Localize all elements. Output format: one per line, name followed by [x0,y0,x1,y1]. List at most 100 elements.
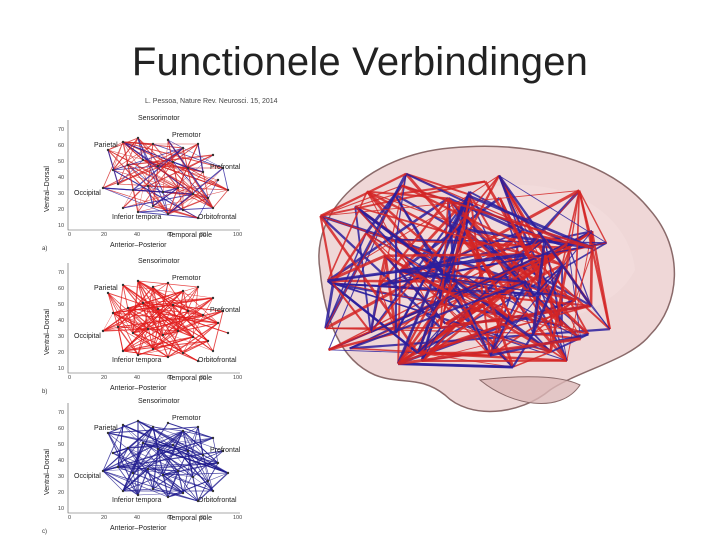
x-tick: 100 [233,375,243,381]
network-edge [147,185,164,193]
network-edge [132,437,214,474]
network-node [106,431,110,435]
network-edge [212,310,224,352]
network-node [131,471,135,475]
network-edge [127,444,174,449]
network-node [196,142,200,146]
network-node [171,160,175,164]
region-label-sensorimotor: Sensorimotor [138,258,180,265]
network-edge [222,167,229,191]
x-tick: 40 [134,375,141,381]
brain-edge [332,283,372,334]
network-node [171,303,175,307]
y-tick: 30 [58,474,65,480]
network-plot [67,263,240,374]
network-edge [122,284,144,304]
brain-edge [394,195,470,334]
network-plot [67,120,240,231]
network-edge [107,432,189,452]
network-edge [167,340,209,358]
network-edge [177,450,189,472]
region-label-inferior-temporal: Inferior tempora [112,497,162,504]
y-tick: 70 [58,270,65,276]
network-edge [102,424,124,472]
network-node [226,188,230,192]
brain-edge [324,283,335,329]
network-edge [102,326,119,332]
network-edge [122,193,194,209]
network-edge [137,348,154,356]
citation-text: L. Pessoa, Nature Rev. Neurosci. 15, 201… [145,98,278,105]
network-edge [137,137,214,209]
network-edge [102,470,124,492]
network-edge [127,307,184,354]
network-edge [162,472,229,476]
network-node [221,166,225,170]
brain-edge [511,332,535,368]
network-edge [182,290,219,324]
region-label-prefrontal: Prefrontal [210,164,241,171]
network-node [191,475,195,479]
y-axis-label: Ventral–Dorsal [44,309,51,355]
brain-edge [397,175,501,365]
y-tick: 40 [58,318,65,324]
brain-edge [467,194,595,250]
network-edge [107,292,139,356]
y-tick: 30 [58,191,65,197]
region-label-occipital: Occipital [74,190,101,197]
network-node [181,289,185,293]
x-tick: 20 [101,515,108,521]
network-edge [167,167,224,215]
network-node [206,479,210,483]
region-label-temporal-pole: Temporal pole [168,515,212,522]
network-node [136,493,140,497]
network-edge [212,437,219,464]
x-tick: 100 [233,232,243,238]
brain-3d-network [280,130,700,430]
network-node [156,447,160,451]
network-edge [137,280,169,358]
network-edge [142,442,209,482]
network-edge [162,139,169,193]
network-edge [122,147,184,209]
network-node [211,489,215,493]
brain-edge [578,190,611,330]
x-tick: 0 [68,232,72,238]
network-edge [112,312,219,324]
network-edge [167,470,179,498]
network-node [196,216,200,220]
brain-edge [394,180,486,196]
network-node [176,329,180,333]
panel-letter: b) [42,389,48,395]
network-edge [117,314,204,328]
network-edge [127,447,169,498]
brain-edge [444,242,569,325]
network-edge [102,470,199,502]
axes [67,403,240,514]
network-node [156,164,160,168]
network-edge [182,454,204,494]
network-edge [152,165,159,207]
brain-edge [385,253,525,258]
region-label-occipital: Occipital [74,473,101,480]
region-label-sensorimotor: Sensorimotor [138,398,180,405]
x-axis-label: Anterior–Posterior [110,385,167,392]
network-node [121,489,125,493]
network-edge [137,280,184,354]
network-edge [107,420,139,434]
axes [67,120,240,231]
network-node [196,499,200,503]
network-node [221,309,225,313]
x-tick: 40 [134,515,141,521]
x-tick: 0 [68,515,72,521]
region-label-orbitofrontal: Orbitofrontal [198,357,237,364]
brain-edge [524,190,580,255]
region-label-inferior-temporal: Inferior tempora [112,357,162,364]
brain-edge [397,270,402,364]
network-edge [192,476,214,492]
region-label-prefrontal: Prefrontal [210,307,241,314]
network-node [126,163,130,167]
network-node [121,206,125,210]
network-edge [127,143,154,166]
network-edge [162,310,224,336]
